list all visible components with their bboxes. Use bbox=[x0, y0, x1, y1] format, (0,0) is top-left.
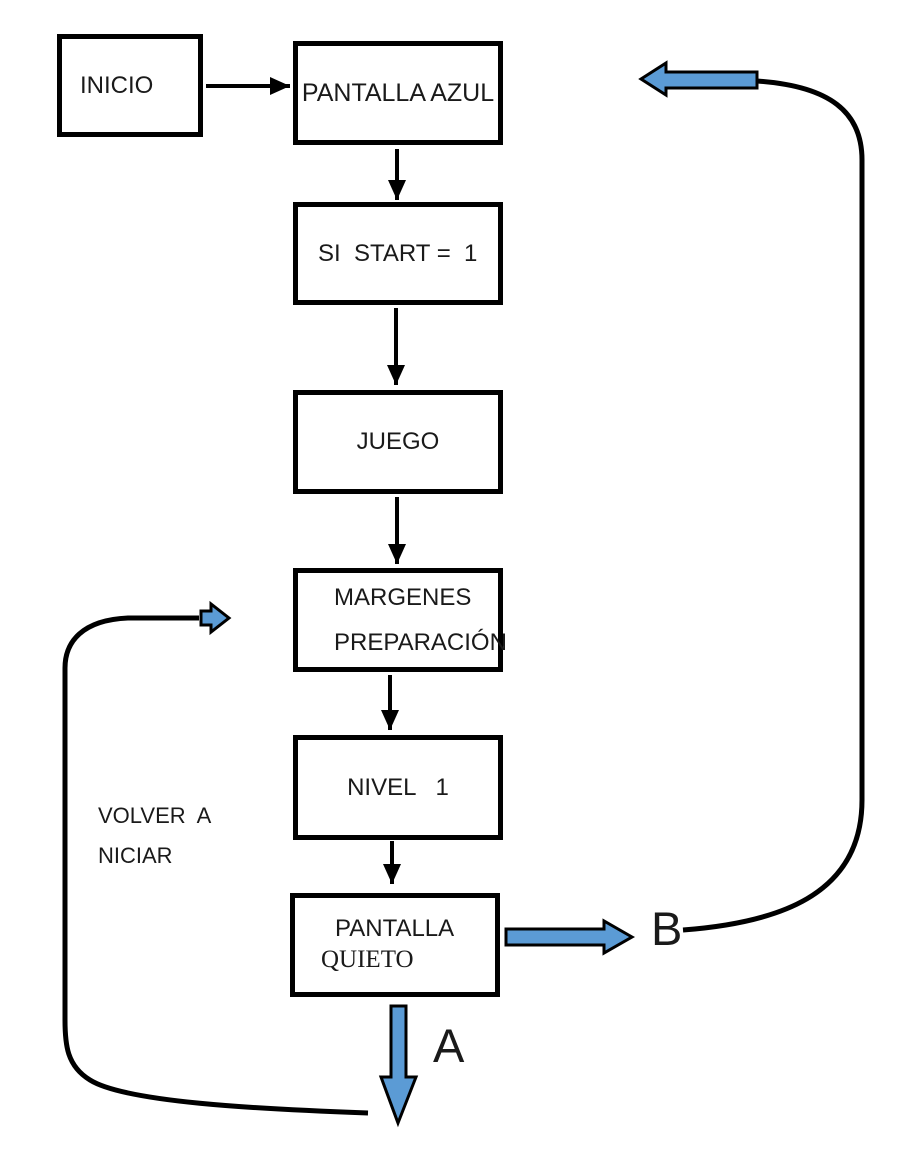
node-inicio-label: INICIO bbox=[80, 71, 154, 99]
node-si-start-label: SI START = 1 bbox=[318, 239, 478, 267]
connector-b-label: B bbox=[651, 902, 683, 955]
node-nivel-1-label: NIVEL 1 bbox=[347, 773, 449, 801]
node-juego: JUEGO bbox=[293, 390, 503, 494]
node-margenes-label-line2: PREPARACIÓN bbox=[334, 628, 507, 656]
block-arrow-a-icon bbox=[378, 1004, 419, 1128]
node-margenes-preparacion: MARGENES PREPARACIÓN bbox=[293, 568, 507, 672]
connector-a-label: A bbox=[433, 1019, 465, 1072]
node-pantalla-azul-label: PANTALLA AZUL bbox=[301, 78, 495, 107]
node-juego-label: JUEGO bbox=[356, 428, 440, 456]
volver-a-iniciar-label-line1: VOLVER A bbox=[98, 803, 212, 828]
volver-a-iniciar-label-line2: NICIAR bbox=[98, 843, 173, 868]
block-arrow-b-icon bbox=[504, 918, 636, 956]
node-pantalla-quieto: PANTALLA QUIETO bbox=[290, 893, 500, 997]
node-pantalla-azul: PANTALLA AZUL bbox=[293, 41, 503, 145]
node-pantalla-quieto-label-line1: PANTALLA bbox=[335, 915, 455, 943]
node-margenes-label-line1: MARGENES bbox=[334, 583, 472, 611]
node-inicio: INICIO bbox=[57, 34, 203, 137]
node-si-start: SI START = 1 bbox=[293, 202, 503, 305]
node-nivel-1: NIVEL 1 bbox=[293, 735, 503, 840]
node-pantalla-quieto-label-line2: QUIETO bbox=[321, 945, 414, 973]
block-arrow-left-icon bbox=[638, 60, 759, 98]
block-arrow-small-right-icon bbox=[199, 600, 232, 636]
curve-volver-loop bbox=[62, 615, 369, 1116]
curve-b-return-loop bbox=[682, 78, 865, 933]
